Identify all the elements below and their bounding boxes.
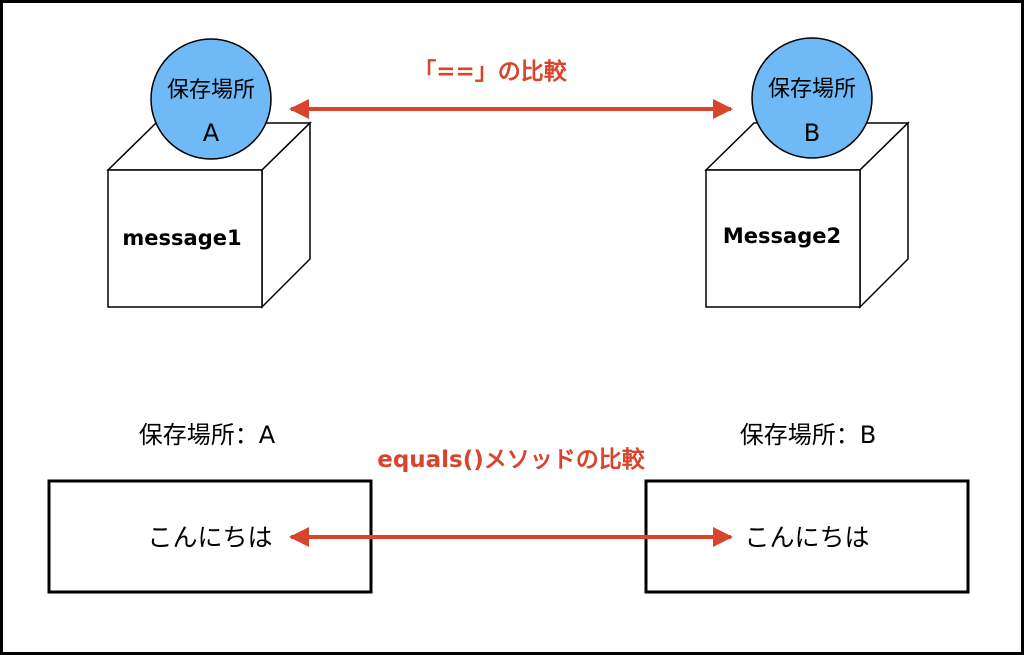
left-cube-front-face (107, 169, 263, 308)
left-box-label: message1 (122, 226, 241, 250)
right-box-label: Message2 (723, 224, 841, 248)
left-circle-letter: A (203, 119, 220, 147)
right-circle-label: 保存場所 (768, 77, 856, 102)
bottom-right-location-label: 保存場所：B (740, 421, 876, 449)
left-circle-shape (150, 38, 272, 160)
right-value-text: こんにちは (744, 523, 869, 552)
reference-comparison-label: 「==」の比較 (413, 58, 568, 85)
left-value-text: こんにちは (147, 523, 272, 552)
bottom-left-location-label: 保存場所：A (139, 421, 276, 449)
right-circle-shape (751, 37, 873, 159)
left-circle-label: 保存場所 (167, 78, 255, 103)
equals-comparison-label: equals()メソッドの比較 (377, 446, 646, 473)
right-circle-letter: B (804, 119, 820, 147)
right-cube: Message2 (704, 121, 910, 309)
right-storage-circle: 保存場所 B (751, 37, 873, 159)
left-storage-circle: 保存場所 A (150, 38, 272, 160)
right-cube-front-face (705, 169, 861, 308)
